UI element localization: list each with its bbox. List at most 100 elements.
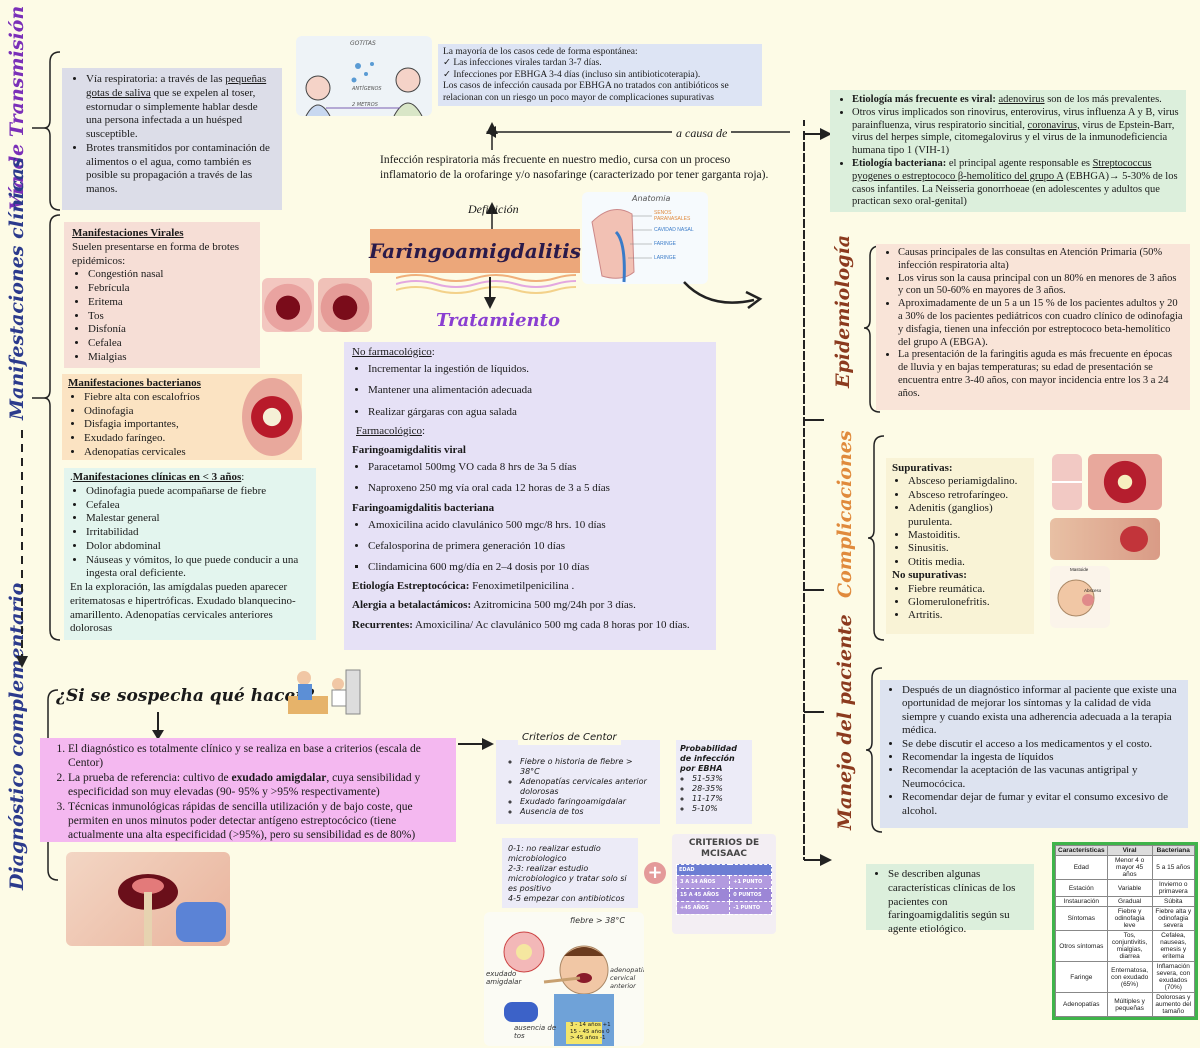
suspect-box: El diagnóstico es totalmente clínico y s… (40, 738, 456, 842)
manejo-brace (865, 667, 883, 833)
mastoid-drawing (1057, 579, 1095, 617)
abscess-label: Absceso (1084, 588, 1102, 593)
suppurative-item: Absceso retrofaríngeo. (908, 489, 1028, 502)
spontaneous-box: La mayoría de los casos cede de forma es… (438, 44, 762, 106)
centor-item: Ausencia de tos (520, 807, 652, 817)
neck-adenitis-photo (1050, 518, 1160, 560)
under3-item: Odinofagia puede acompañarse de fiebre (86, 485, 310, 499)
scoring-item: 4-5 empezar con antibioticos (508, 894, 625, 903)
table-header: Características (1055, 845, 1108, 856)
epidemiology-item: Aproximadamente de un 5 a un 15 % de los… (898, 298, 1184, 349)
probability-item: 28-35% (692, 784, 748, 794)
recur-line: Recurrentes: Amoxicilina/ Ac clavulánico… (352, 618, 690, 631)
child-age: > 45 años -1 (570, 1035, 606, 1042)
nonpharm-title: No farmacológico: (352, 346, 435, 358)
suppurative-title: Supurativas: (892, 462, 953, 474)
child-age-list: 3 - 14 años +1 15 - 45 años 0 > 45 años … (570, 1022, 611, 1042)
spontaneous-item2: ✓ Infecciones por EBHGA 3-4 días (inclus… (443, 69, 701, 80)
tratamiento-heading: Tratamiento (436, 310, 560, 331)
centor-title: Criterios de Centor (518, 732, 621, 745)
bact-treatment-item: Clindamicina 600 mg/día en 2–4 dosis por… (368, 561, 708, 574)
droplets-image: GOTITAS ANTÍGENOS 2 METROS (296, 36, 432, 117)
child-label-exudado: exudado amigdalar (486, 970, 522, 986)
mastoid-label: Mastoide (1070, 567, 1089, 572)
definition-label: Definición (468, 202, 519, 216)
abscess-photo-large (1088, 454, 1162, 510)
transmission-box: Vía respiratoria: a través de las pequeñ… (62, 68, 282, 210)
transmission-item-1: Vía respiratoria: a través de las pequeñ… (86, 73, 274, 142)
suppurative-item: Adenitis (ganglios) purulenta. (908, 502, 1028, 529)
child-age: 3 - 14 años +1 (570, 1022, 611, 1028)
bact-treatment-item: Cefalosporina de primera generación 10 d… (368, 540, 708, 553)
title-box: Faringoamigdalitis (369, 229, 582, 273)
suspect-heading: ¿Si se sospecha qué hacer? (56, 686, 315, 706)
viral-treatment-item: Paracetamol 500mg VO cada 8 hrs de 3a 5 … (368, 461, 708, 474)
mcisaac-points: +1 PUNTO (729, 874, 772, 889)
bacterial-title: Manifestaciones bacterianos (68, 377, 201, 389)
viral-intro: Suelen presentarse en forma de brotes ep… (72, 240, 240, 267)
anatomy-illustration (591, 209, 652, 283)
throat-exam-illustration (118, 874, 226, 946)
page-title: Faringoamigdalitis (369, 239, 582, 263)
droplets-label-1: GOTITAS (350, 40, 376, 47)
child-exam-drawing (503, 931, 614, 1046)
curved-arrow (683, 281, 763, 309)
bacterial-item: Exudado faríngeo. (84, 432, 296, 446)
probability-box: Probabilidad de infección por EBHA 51-53… (676, 740, 752, 824)
under3-item: Cefalea (86, 499, 310, 513)
centor-box: Criterios de Centor Fiebre o historia de… (496, 732, 660, 824)
droplets-label-2: ANTÍGENOS (352, 86, 382, 92)
viral-item: Congestión nasal (88, 268, 252, 282)
child-age: 15 - 45 años 0 (570, 1028, 610, 1035)
doctor-icon (288, 669, 361, 715)
epidemiology-item: Los virus son la causa principal con un … (898, 273, 1184, 299)
table-header: Viral (1106, 845, 1153, 856)
management-item: Recomendar dejar de fumar y evitar el co… (902, 791, 1182, 818)
child-label-ausencia: ausencia de tos (514, 1024, 557, 1040)
droplets-illustration (305, 62, 423, 117)
etiology-viral: Etiología más frecuente es viral: adenov… (852, 94, 1180, 107)
centor-item: Adenopatías cervicales anterior dolorosa… (520, 777, 652, 797)
bacterial-item: Fiebre alta con escalofríos (84, 391, 296, 405)
throat-photo-2 (318, 278, 372, 332)
transmission-item-2: Brotes transmitidos por contaminación de… (86, 142, 274, 197)
suppurative-item: Sinusitis. (908, 542, 1028, 555)
throat-photo-1 (262, 278, 314, 332)
viral-item: Disfonía (88, 323, 252, 337)
viral-item: Eritema (88, 296, 252, 310)
anatomy-l1: SENOS PARANASALES (654, 210, 691, 222)
mcisaac-age: 15 A 45 AÑOS (675, 887, 731, 902)
nonsuppurative-item: Fiebre reumática. (908, 583, 1028, 596)
management-item: Después de un diagnóstico informar al pa… (902, 684, 1182, 738)
spontaneous-line1: La mayoría de los casos cede de forma es… (443, 47, 638, 57)
droplets-label-3: 2 METROS (352, 102, 378, 108)
mastoiditis-diagram: Mastoide Absceso (1050, 566, 1110, 628)
anatomy-l2: CAVIDAD NASAL (654, 227, 694, 233)
management-item: Recomendar la aceptación de las vacunas … (902, 764, 1182, 791)
management-item: Se debe discutir el acceso a los medicam… (902, 738, 1182, 751)
mcisaac-header: EDAD (676, 863, 772, 876)
note-box: Se describen algunas características clí… (866, 864, 1034, 935)
suspect-to-centor-arrow (458, 738, 494, 750)
nonpharm-item: Incrementar la ingestión de líquidos. (368, 363, 708, 376)
management-item: Recomendar la ingesta de líquidos (902, 751, 1182, 764)
nonsuppurative-item: Artritis. (908, 609, 1028, 622)
suppurative-item: Otitis media. (908, 556, 1028, 569)
allergy-line: Alergia a betalactámicos: Azitromicina 5… (352, 599, 636, 612)
anatomy-l4: LARINGE (654, 255, 676, 261)
nonsuppurative-title: No supurativas: (892, 569, 967, 582)
nonsuppurative-item: Glomerulonefritis. (908, 596, 1028, 609)
spontaneous-item1: ✓ Las infecciones virales tardan 3-7 día… (443, 58, 602, 69)
manejo-label: Manejo del paciente (834, 614, 856, 830)
pharm-title: Farmacológico: (356, 424, 426, 437)
centor-item: Exudado faringoamigdalar (520, 797, 652, 807)
anatomy-title: Anatomia (632, 194, 671, 203)
note-text: Se describen algunas características clí… (888, 868, 1028, 937)
child-label-fiebre: fiebre > 38°C (570, 916, 625, 925)
comp-brace (867, 435, 885, 641)
tratamiento-arrow (484, 277, 496, 309)
